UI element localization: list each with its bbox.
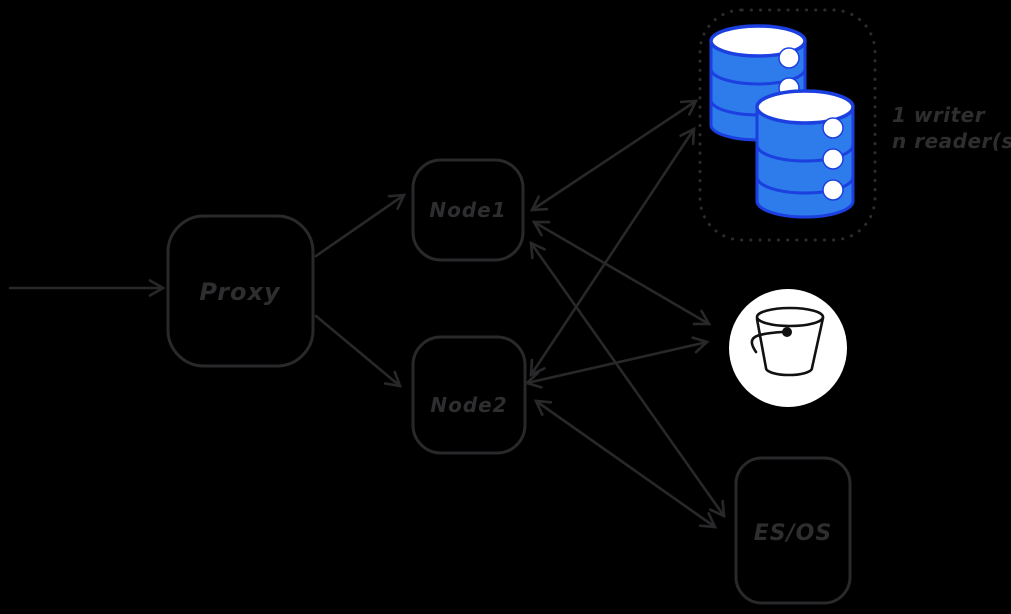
proxy-to-node2-arrow[interactable] [314, 314, 402, 388]
bucket-handle-knob [782, 327, 792, 337]
bucket-handle [750, 330, 784, 354]
database-cylinder-icon[interactable] [755, 89, 855, 219]
esos-label: ES/OS [754, 521, 832, 546]
proxy-to-node1-arrow[interactable] [314, 193, 407, 258]
node1-db-arrow[interactable] [529, 99, 699, 212]
node1-node[interactable]: Node1 [411, 158, 525, 262]
database-cluster[interactable] [698, 8, 877, 242]
node2-box[interactable] [411, 335, 527, 455]
node2-node[interactable]: Node2 [411, 335, 527, 455]
node2-label: Node2 [430, 393, 507, 417]
esos-node[interactable]: ES/OS [734, 456, 852, 605]
node1-label: Node1 [429, 198, 506, 222]
node2-esos-arrow[interactable] [533, 399, 718, 529]
bucket-body [755, 316, 825, 377]
bucket-circle [729, 289, 847, 407]
bucket-icon[interactable] [729, 289, 847, 407]
proxy-label: Proxy [199, 278, 281, 306]
db-annotation-line2: n reader(s) [892, 129, 1011, 153]
node1-box[interactable] [411, 158, 525, 262]
esos-box[interactable] [734, 456, 852, 605]
proxy-node[interactable]: Proxy [166, 214, 315, 368]
proxy-box[interactable] [166, 214, 315, 368]
node1-esos-arrow[interactable] [529, 240, 726, 519]
database-cluster-border [698, 8, 877, 242]
db-annotation: 1 writer n reader(s) [892, 103, 1011, 153]
db-annotation-line1: 1 writer [892, 103, 986, 127]
node2-db-arrow[interactable] [529, 126, 696, 378]
